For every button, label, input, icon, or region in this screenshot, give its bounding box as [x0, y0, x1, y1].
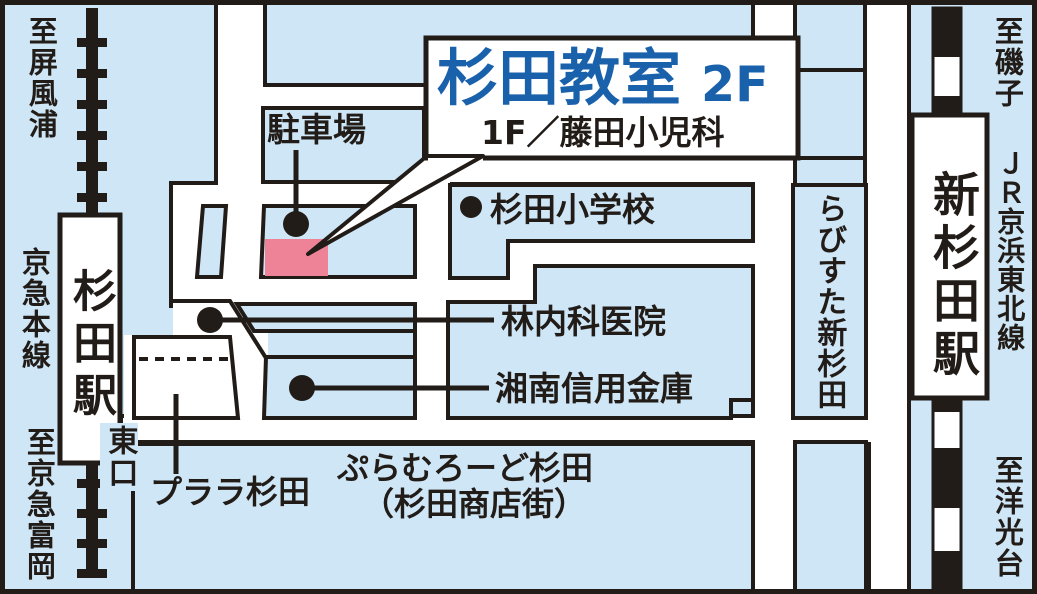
- parking-dot: [283, 211, 309, 237]
- jr-track-segment: [933, 448, 961, 508]
- railway-tie: [77, 193, 107, 202]
- railway-tie: [77, 509, 107, 518]
- railway-tie: [77, 162, 107, 171]
- railway-tie: [77, 100, 107, 109]
- jr-track-segment: [933, 8, 961, 57]
- leaders: [173, 150, 494, 474]
- title-box-fill: [426, 38, 798, 158]
- road-alley-connector: [508, 241, 535, 304]
- lavista-block: [791, 183, 868, 420]
- railway-tie: [77, 69, 107, 78]
- sugita-station-label: 杉田駅: [65, 268, 116, 424]
- city-blocks: [131, 68, 868, 594]
- northeast-block: [796, 68, 867, 160]
- title-first-floor: 1F／藤田小児科: [481, 113, 725, 152]
- keikyu-railway: [77, 8, 107, 578]
- title-floor: 2F: [701, 56, 769, 113]
- railway-tie: [77, 539, 107, 548]
- school-label: 杉田小学校: [490, 190, 655, 229]
- road-shopping-street: [123, 418, 868, 442]
- parking-label: 駐車場: [267, 110, 366, 149]
- road-north-vertical: [218, 0, 263, 190]
- railway-tie: [77, 131, 107, 140]
- shin-sugita-station-label: 新杉田駅: [924, 170, 979, 382]
- clinic-label: 林内科医院: [501, 302, 666, 341]
- jr-track-segment: [933, 96, 961, 115]
- callout-pointer: [306, 154, 485, 256]
- lavista-label: らびすた新杉田: [811, 193, 847, 410]
- school-dot: [460, 196, 482, 218]
- shopping-street-sub-label: （杉田商店街）: [362, 485, 587, 523]
- shin-sugita-station-box: [909, 112, 990, 401]
- jr-track-segment: [933, 398, 961, 412]
- road-alley-upper: [173, 278, 535, 304]
- parking-block: [261, 106, 426, 184]
- railway-tie: [77, 569, 107, 578]
- purara-label: プララ杉田: [150, 473, 311, 511]
- title-box-border: [423, 35, 801, 161]
- southeast-block: [793, 440, 868, 594]
- sugita-station-box: [57, 212, 123, 466]
- clinic-bank-block: [446, 264, 755, 420]
- direction-to-byobugaura: 至屏風浦: [24, 16, 59, 140]
- road-alley-school: [508, 241, 757, 266]
- railway-tie: [77, 479, 107, 488]
- purara-building: [132, 335, 241, 420]
- direction-to-isogo: 至磯子: [990, 16, 1025, 109]
- railway-tie: [77, 38, 107, 47]
- direction-to-yokodai: 至洋光台: [990, 455, 1025, 579]
- jr-line-label: ＪＲ京浜東北線: [993, 149, 1027, 352]
- road-top-horizontal: [263, 87, 430, 108]
- jr-track-segment: [933, 551, 961, 590]
- keikyu-track-south: [86, 463, 98, 578]
- small-block: [194, 204, 229, 279]
- keikyu-line-label: 京急本線: [17, 247, 52, 371]
- road-jr-side-vertical-south: [871, 442, 907, 592]
- direction-to-keikyu-tomioka: 至京急富岡: [22, 427, 57, 582]
- road-jr-side-vertical: [867, 0, 907, 442]
- title-callout: [306, 35, 801, 256]
- bank-dot: [289, 375, 315, 401]
- bank-label: 湘南信用金庫: [495, 369, 693, 408]
- school-block: [448, 183, 755, 280]
- shopping-block-outline: [131, 440, 755, 594]
- title-classroom-name: 杉田教室: [437, 43, 682, 114]
- plaza-edge-line: [170, 299, 268, 360]
- clinic-dot: [197, 307, 223, 333]
- east-exit-label: 東口: [100, 423, 139, 491]
- shopping-street-label: ぷらむろーど杉田: [337, 449, 594, 487]
